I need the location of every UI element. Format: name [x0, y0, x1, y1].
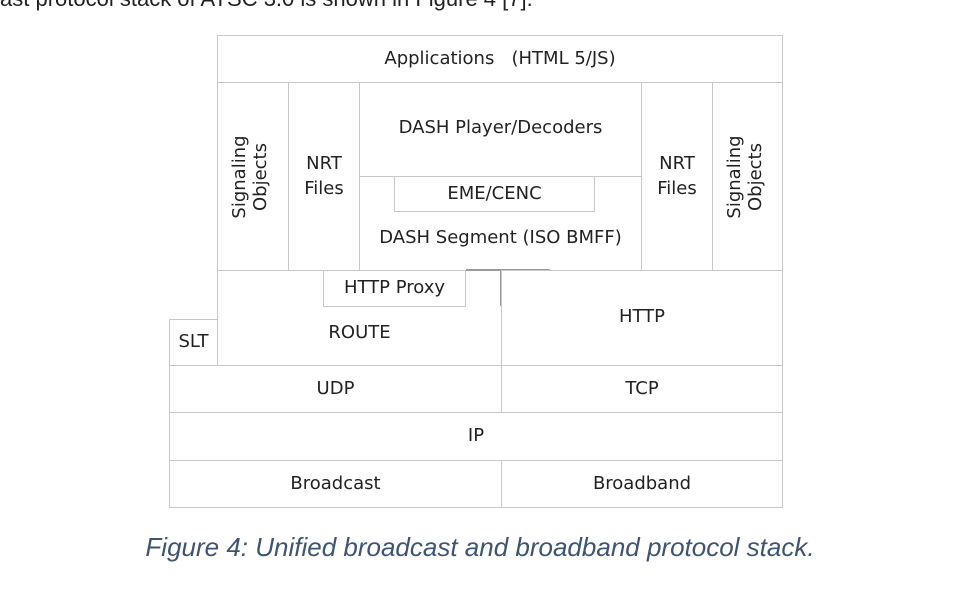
route-label: ROUTE — [328, 321, 391, 343]
http-proxy-label: HTTP Proxy — [343, 277, 446, 299]
http-label: HTTP — [618, 305, 666, 327]
dash-divider-right — [594, 176, 642, 177]
applications-layer — [217, 35, 783, 83]
udp-layer — [169, 365, 502, 413]
signaling-objects-right-label: Signaling Objects — [724, 135, 766, 219]
slt-label: SLT — [178, 331, 209, 353]
broadband-layer — [501, 460, 783, 508]
http-proxy-box — [323, 270, 466, 307]
dash-segment-label: DASH Segment (ISO BMFF) — [379, 226, 622, 248]
nrt-files-right — [641, 82, 713, 271]
tcp-layer — [501, 365, 783, 413]
signaling-objects-right — [712, 82, 783, 271]
nrt-files-right-label: NRT Files — [657, 153, 697, 199]
dash-divider-left — [359, 176, 395, 177]
nrt-files-left-label: NRT Files — [304, 153, 344, 199]
broadband-label: Broadband — [592, 472, 692, 494]
ip-label: IP — [467, 425, 485, 447]
figure-caption: Figure 4: Unified broadcast and broadban… — [145, 532, 815, 562]
eme-cenc-label: EME/CENC — [447, 182, 542, 204]
broadcast-label: Broadcast — [290, 472, 381, 494]
eme-cenc-box — [394, 176, 595, 212]
dash-player-label: DASH Player/Decoders — [398, 116, 603, 138]
udp-label: UDP — [316, 377, 355, 399]
tcp-label: TCP — [625, 377, 659, 399]
text-fragment-top: ast protocol stack of ATSC 3.0 is shown … — [0, 0, 960, 12]
applications-label: Applications (HTML 5/JS) — [384, 47, 616, 69]
broadcast-layer — [169, 460, 502, 508]
signaling-objects-left-label: Signaling Objects — [229, 135, 271, 219]
